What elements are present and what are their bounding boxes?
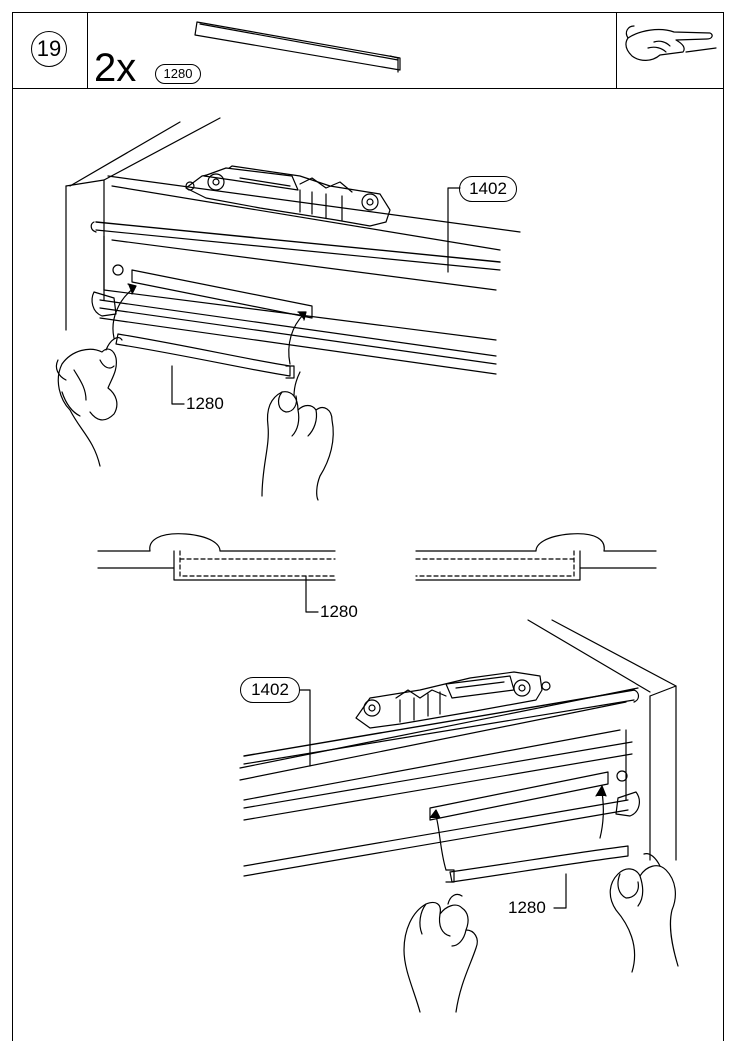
instruction-frame bbox=[12, 12, 724, 1041]
step-number: 19 bbox=[31, 31, 67, 67]
quantity-label: 2x bbox=[94, 46, 137, 90]
top-callout-1402: 1402 bbox=[459, 176, 517, 202]
top-part-label: 1280 bbox=[186, 394, 224, 413]
bottom-cabinet-view bbox=[239, 619, 679, 1013]
bottom-part-label: 1280 bbox=[508, 898, 546, 917]
top-cabinet-view bbox=[55, 117, 521, 501]
step-cell: 19 bbox=[12, 12, 88, 88]
section-detail bbox=[97, 533, 657, 613]
section-part-label: 1280 bbox=[320, 602, 358, 621]
tip-cell bbox=[616, 12, 724, 88]
strip-part-icon bbox=[194, 21, 401, 73]
bottom-callout-1402: 1402 bbox=[240, 677, 300, 703]
pointing-hand-icon bbox=[625, 25, 717, 61]
part-number-badge: 1280 bbox=[155, 64, 201, 84]
step-header: 19 2x 1280 bbox=[12, 12, 724, 89]
